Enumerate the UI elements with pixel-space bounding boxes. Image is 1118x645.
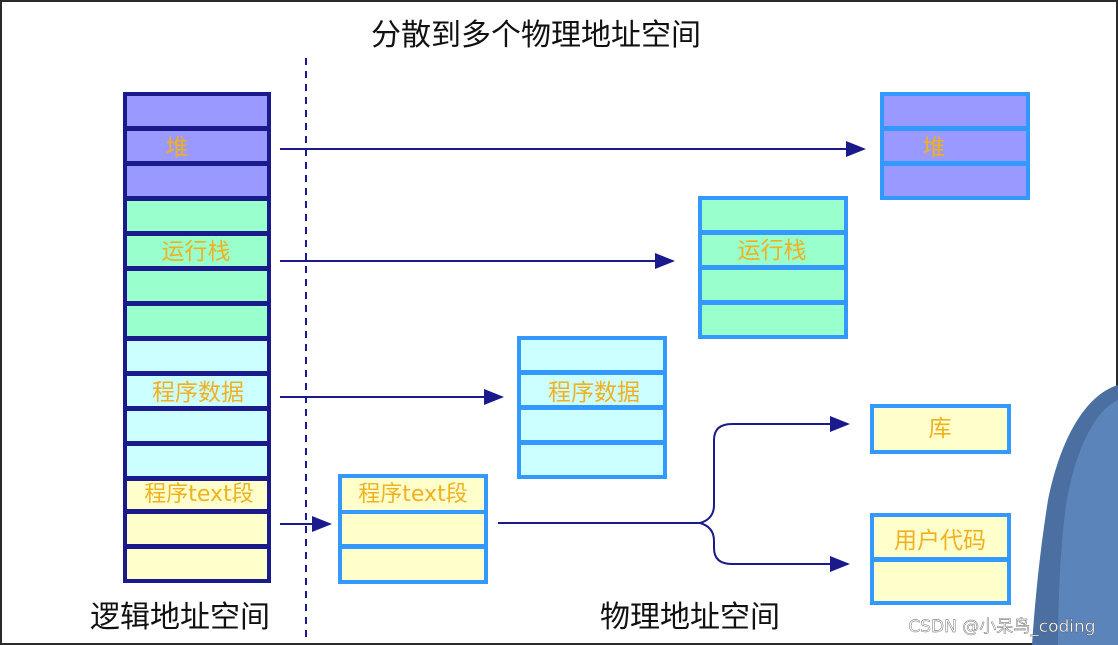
logical-data-row [127,411,267,441]
physical-data-row [521,445,663,475]
presenter-silhouette [1032,385,1118,645]
physical-heap-row [884,131,1026,161]
physical-data-row [521,410,663,440]
logical-stack-row [127,236,267,266]
logical-heap-label: 堆 [166,135,189,161]
user-code-branch-arrow [699,522,850,572]
physical-library-label: 库 [929,416,952,442]
diagram-title: 分散到多个物理地址空间 [371,18,701,53]
mapping-arrows [280,141,866,572]
physical-data-row [521,340,663,370]
logical-text-row [127,514,267,544]
logical-column-border [123,92,271,583]
logical-stack-label: 运行栈 [162,239,231,265]
watermark-text: CSDN @小呆鸟_coding [908,617,1095,637]
physical-user-code-row [874,517,1007,557]
physical-text-row [342,549,484,580]
physical-text-row [342,478,484,510]
physical-library-row [874,408,1007,450]
physical-stack-row [702,305,844,335]
physical-stack-row [702,200,844,230]
logical-data-row [127,446,267,476]
logical-space-label: 逻辑地址空间 [90,600,270,635]
physical-stack-label: 运行栈 [738,238,807,264]
physical-stack-row [702,235,844,265]
logical-heap-row [127,131,267,161]
logical-data-row [127,376,267,406]
physical-stack-block: 运行栈 [698,196,848,339]
logical-text-row [127,481,267,509]
logical-data-row [127,341,267,371]
physical-text-label: 程序text段 [358,482,467,507]
logical-stack-row [127,271,267,301]
physical-heap-row [884,166,1026,196]
physical-user-code-row [874,562,1007,601]
library-branch-arrow [699,416,850,524]
physical-data-block: 程序数据 [517,336,667,479]
physical-heap-label: 堆 [923,135,946,161]
logical-text-row [127,549,267,579]
logical-heap-row [127,166,267,196]
logical-stack-row [127,201,267,231]
physical-stack-row [702,270,844,300]
physical-heap-row [884,96,1026,126]
physical-user-code-block: 用户代码 [870,513,1011,605]
logical-heap-row [127,96,267,126]
physical-heap-block: 堆 [880,92,1030,200]
logical-address-column: 堆 运行栈 程序数据 程序text段 [123,92,271,583]
physical-text-row [342,514,484,544]
logical-text-label: 程序text段 [144,482,253,507]
physical-data-label: 程序数据 [548,380,640,406]
logical-data-label: 程序数据 [152,380,244,406]
physical-user-code-label: 用户代码 [894,528,986,554]
physical-space-label: 物理地址空间 [600,600,780,635]
logical-stack-row [127,306,267,336]
physical-text-block: 程序text段 [338,474,488,584]
physical-data-row [521,375,663,405]
physical-library-block: 库 [870,404,1011,454]
